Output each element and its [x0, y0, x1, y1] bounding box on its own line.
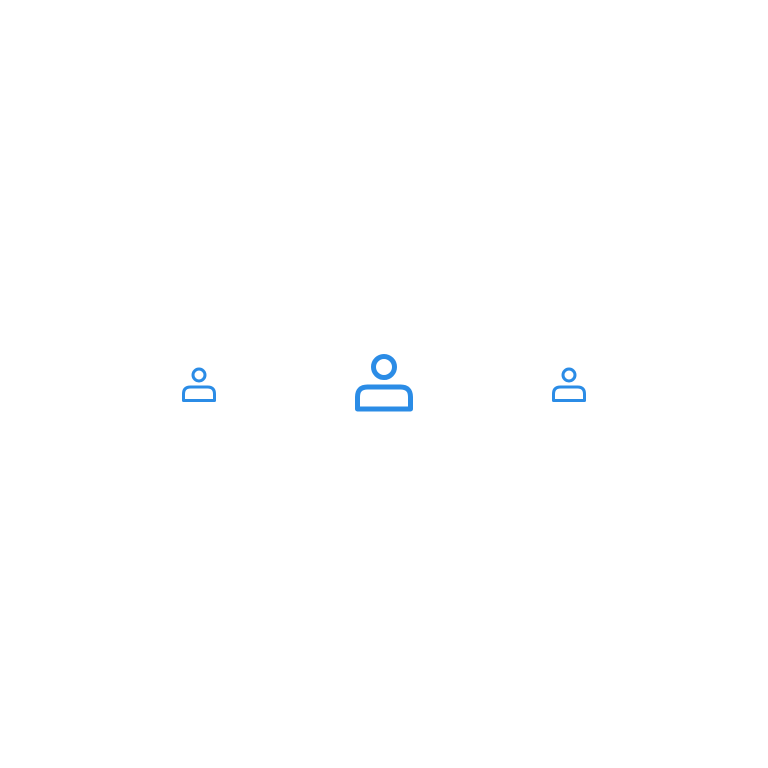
person-icon: [552, 367, 586, 402]
user-option-right[interactable]: [546, 362, 592, 406]
user-option-center[interactable]: [350, 350, 418, 416]
person-icon: [355, 354, 413, 412]
person-icon: [182, 367, 216, 402]
user-option-left[interactable]: [176, 362, 222, 406]
